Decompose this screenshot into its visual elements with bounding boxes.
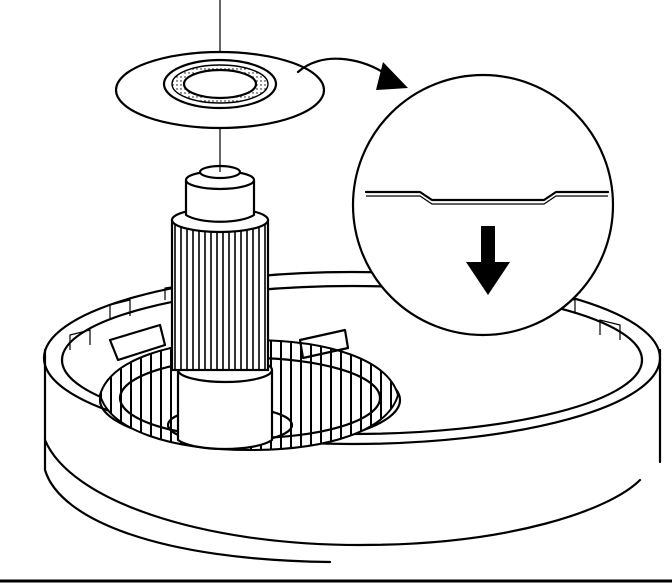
housing <box>42 270 662 564</box>
shaft <box>170 0 274 451</box>
washer <box>114 50 326 130</box>
curved-arrow-icon <box>296 57 408 90</box>
down-arrow-icon <box>466 226 510 295</box>
detail-callout <box>351 73 615 337</box>
